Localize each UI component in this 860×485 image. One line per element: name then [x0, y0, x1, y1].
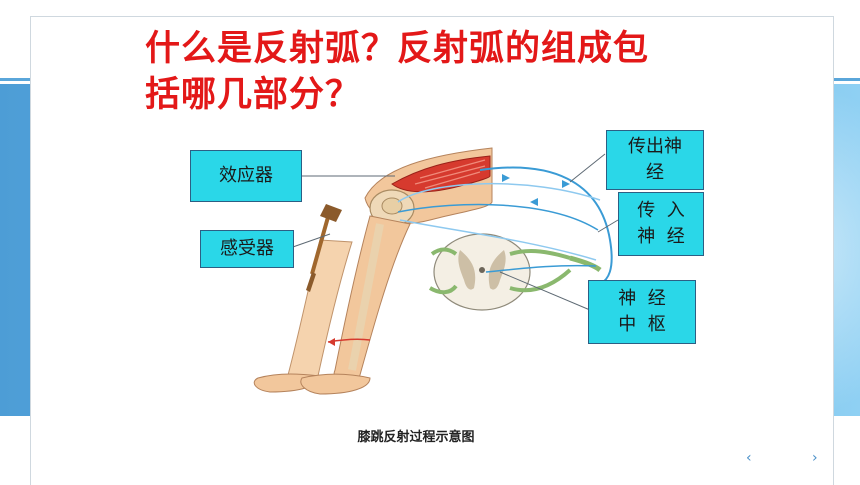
- label-efferent-line-1: 传出神: [628, 136, 682, 157]
- label-efferent-nerve: 传出神 经: [606, 130, 704, 190]
- label-afferent-line-1: 传 入: [637, 200, 685, 221]
- knee-reflex-figure: 效应器 感受器 传出神 经 传 入 神 经 神 经 中 枢 膝跳反射过程示意图: [130, 120, 704, 462]
- label-nerve-center: 神 经 中 枢: [588, 280, 696, 344]
- label-effector: 效应器: [190, 150, 302, 202]
- knee-reflex-illustration: [253, 147, 619, 395]
- slide-title: 什么是反射弧？反射弧的组成包 括哪几部分？: [145, 26, 785, 118]
- label-center-line-1: 神 经: [618, 288, 666, 309]
- label-receptor: 感受器: [200, 230, 294, 268]
- prev-slide-arrow-icon[interactable]: ‹: [746, 450, 752, 466]
- figure-caption: 膝跳反射过程示意图: [357, 430, 475, 445]
- title-line-1: 什么是反射弧？反射弧的组成包: [145, 28, 650, 69]
- label-efferent-line-2: 经: [646, 162, 664, 183]
- label-afferent-nerve: 传 入 神 经: [618, 192, 704, 256]
- figure-top-strip: [502, 103, 690, 123]
- label-afferent-line-2: 神 经: [637, 226, 685, 247]
- label-center-line-2: 中 枢: [618, 314, 666, 335]
- next-slide-arrow-icon[interactable]: ›: [812, 450, 818, 466]
- title-line-2: 括哪几部分？: [145, 74, 362, 115]
